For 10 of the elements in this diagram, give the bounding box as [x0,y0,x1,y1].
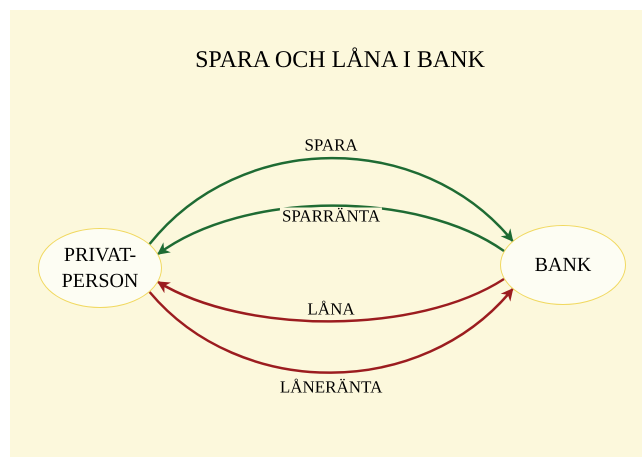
edge-label: LÅNERÄNTA [278,378,384,396]
title: SPARA OCH LÅNA I BANK [194,46,486,75]
curved-arrow [148,156,514,245]
edge-label: LÅNA [305,300,357,318]
curved-arrow [156,278,505,323]
node-label: PRIVAT-PERSON [60,243,140,294]
curved-arrow [157,204,505,256]
edge-label: SPARRÄNTA [280,208,382,224]
node-label: BANK [534,253,592,278]
curved-arrow [148,288,514,374]
